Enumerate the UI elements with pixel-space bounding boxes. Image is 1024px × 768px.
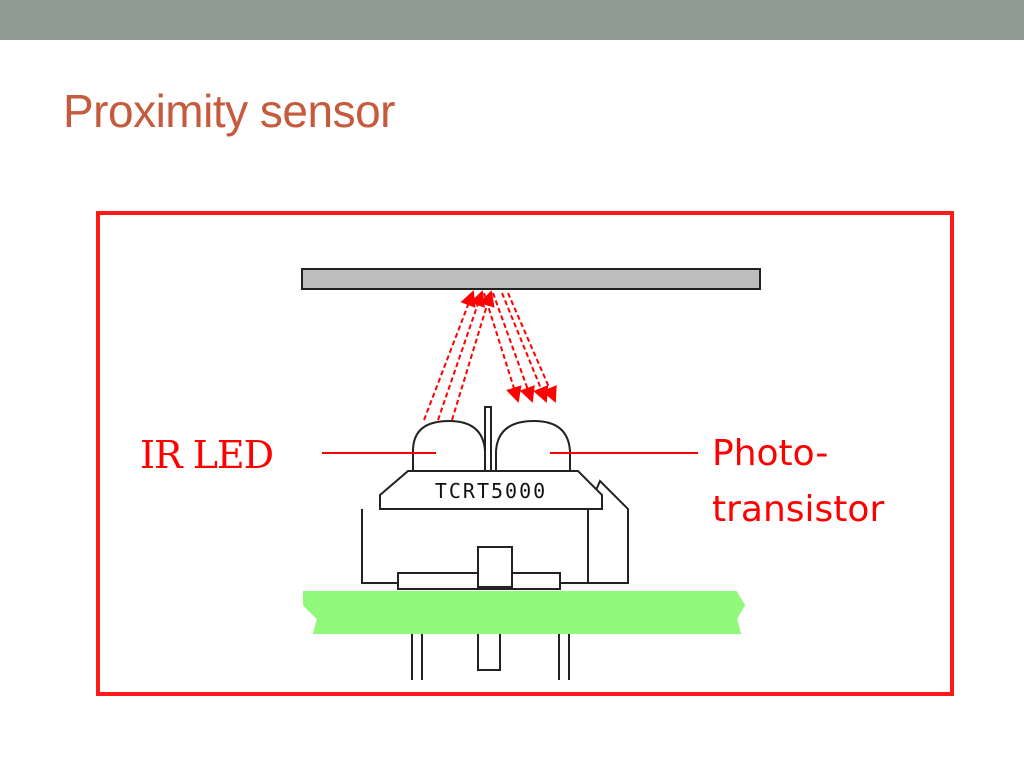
- diagram-frame: TCRT5000 IR LED Photo- transistor: [96, 211, 954, 696]
- module-marking: TCRT5000: [435, 479, 547, 503]
- photo-label-line2: transistor: [712, 489, 884, 530]
- photo-label-line1: Photo-: [712, 433, 828, 474]
- sensor-diagram: TCRT5000 IR LED Photo- transistor: [140, 268, 884, 680]
- pcb-board: [303, 591, 746, 634]
- ir-led-dome: [412, 419, 486, 472]
- reflector-plate: [301, 268, 761, 290]
- ir-beams: [423, 290, 557, 421]
- center-post: [477, 546, 513, 588]
- slide-title: Proximity sensor: [63, 85, 395, 137]
- phototransistor-dome: [495, 419, 571, 472]
- marking-band: [379, 470, 603, 510]
- top-bar: [0, 0, 1024, 40]
- ir-led-label: IR LED: [140, 433, 273, 477]
- optical-barrier: [484, 406, 492, 472]
